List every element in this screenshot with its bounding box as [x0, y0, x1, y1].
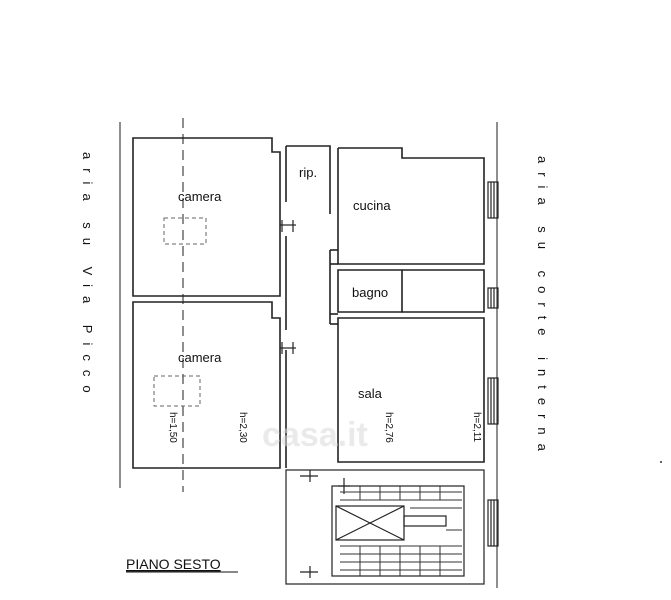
camera-bottom-room	[132, 301, 281, 469]
sala-room	[337, 317, 485, 463]
stairwell	[285, 469, 485, 585]
side-label-left: aria su Via Picco	[80, 152, 95, 402]
boundary-lines	[119, 118, 498, 588]
bagno-room	[337, 269, 485, 313]
watermark-logo: casa.it	[262, 416, 368, 454]
rip-room	[285, 145, 331, 468]
door-marks	[280, 220, 296, 354]
room-label-bagno: bagno	[352, 285, 388, 300]
room-label-camera-top: camera	[178, 189, 222, 204]
windows	[487, 181, 499, 547]
room-label-sala: sala	[358, 386, 383, 401]
stair-treads	[340, 486, 462, 576]
room-label-camera-bottom: camera	[178, 350, 222, 365]
room-label-cucina: cucina	[353, 198, 391, 213]
height-label-211: h=2,11	[471, 412, 482, 443]
height-label-150: h=1,50	[167, 412, 178, 443]
height-label-276: h=2,76	[383, 412, 394, 443]
room-label-rip: rip.	[299, 165, 317, 180]
side-label-right: aria su corte interna	[535, 156, 550, 460]
floor-title: PIANO SESTO	[126, 556, 221, 572]
stray-mark	[660, 461, 662, 463]
height-label-230: h=2,30	[237, 412, 248, 443]
furniture-dashed	[153, 217, 207, 407]
camera-top-room	[132, 137, 281, 297]
wall-stubs	[329, 249, 338, 325]
